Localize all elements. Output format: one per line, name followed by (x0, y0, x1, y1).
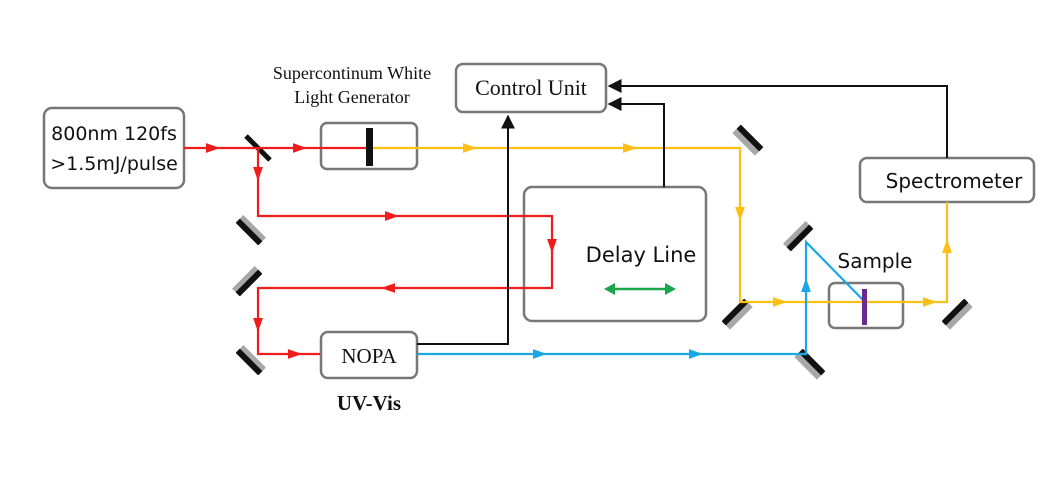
beam-arrowhead (623, 143, 637, 153)
mirror-icon (721, 298, 753, 330)
beam-arrowhead (385, 211, 399, 221)
mirror-icon (732, 124, 764, 156)
laser-spec-line-2: >1.5mJ/pulse (50, 153, 178, 175)
beam-arrowhead (253, 167, 263, 181)
mirrors (232, 124, 973, 380)
mirror-icon (783, 221, 814, 252)
beam-segment (417, 239, 866, 356)
beam-arrowhead (735, 207, 745, 221)
laser-spec-line-1: 800nm 120fs (51, 123, 177, 145)
delay-line-label: Delay Line (586, 243, 697, 267)
delay-line-box: Delay Line (522, 185, 708, 323)
scwlg-label-line-2: Light Generator (294, 87, 409, 107)
white-light-generator: Supercontinum White Light Generator (273, 63, 431, 171)
beam-arrowhead (942, 239, 952, 253)
sample-box: Sample (827, 249, 913, 330)
control-unit-label: Control Unit (475, 75, 587, 100)
beam-arrowhead (206, 143, 220, 153)
nopa-to-control-line (417, 114, 515, 345)
white-light-beam-path (370, 143, 952, 307)
spectrometer-label: Spectrometer (886, 169, 1023, 193)
scwlg-label-line-1: Supercontinum White (273, 63, 431, 83)
beam-segment (370, 146, 949, 304)
control-unit-box: Control Unit (454, 62, 608, 114)
laser-source-box: 800nm 120fs >1.5mJ/pulse (42, 106, 186, 190)
uv-vis-label: UV-Vis (337, 391, 401, 415)
mirror-icon (235, 345, 266, 376)
sample-plate-icon (862, 289, 867, 325)
optical-components (366, 128, 867, 325)
beam-segment (256, 148, 554, 356)
beam-arrowhead (801, 278, 811, 292)
mirror-icon (794, 348, 826, 380)
beam-arrowhead (293, 143, 307, 153)
delay-to-control-line (607, 97, 665, 187)
double-arrow-icon (604, 283, 676, 295)
spectrometer-box: Spectrometer (858, 156, 1036, 204)
beam-arrowhead (773, 297, 787, 307)
beam-arrowhead (547, 239, 557, 253)
spectrometer-to-control-line (607, 79, 948, 158)
crystal-plate-icon (366, 128, 373, 166)
sample-label: Sample (838, 249, 913, 273)
beam-arrowhead (689, 349, 703, 359)
mirror-icon (232, 266, 263, 297)
mirror-icon (235, 215, 266, 246)
pump-beam-path (184, 143, 557, 359)
control-signal-lines (417, 79, 948, 345)
beam-arrowhead (923, 297, 937, 307)
nopa-label: NOPA (341, 344, 397, 368)
nopa-box: NOPA UV-Vis (319, 330, 419, 415)
beam-arrowhead (463, 143, 477, 153)
beam-arrowhead (533, 349, 547, 359)
beam-arrowhead (253, 318, 263, 332)
uv-vis-beam-path (417, 239, 866, 359)
beam-arrowhead (288, 349, 302, 359)
mirror-icon (941, 298, 973, 330)
beam-arrowhead (381, 283, 395, 293)
